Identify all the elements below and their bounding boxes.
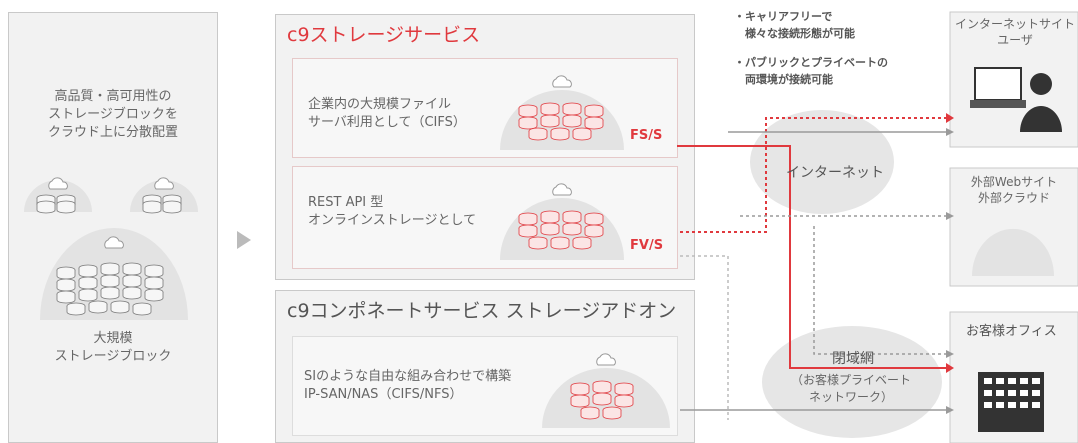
fs-s-tag: FS/S xyxy=(630,128,663,143)
left-panel-description: 高品質・高可用性の ストレージブロックを クラウド上に分散配置 xyxy=(47,89,178,140)
rest-api-box-text: REST API 型 オンラインストレージとして xyxy=(308,195,477,228)
internet-cloud xyxy=(750,110,894,214)
large-storage-label: 大規模 ストレージブロック xyxy=(54,331,172,364)
note-carrier-free: ・キャリアフリーで 様々な接続形態が可能 xyxy=(734,10,855,40)
left-panel xyxy=(8,12,218,443)
flow-arrow-icon xyxy=(237,231,251,249)
component-dome xyxy=(542,353,670,428)
fv-red-dotted-line xyxy=(680,117,946,233)
external-web-label: 外部Webサイト 外部クラウド xyxy=(970,175,1058,205)
gray-dotted-fv xyxy=(680,255,729,420)
storage-service-title: c9ストレージサービス xyxy=(287,24,481,46)
note-public-private: ・パブリックとプライベートの 両環境が接続可能 xyxy=(734,56,888,86)
gray-dotted-closed xyxy=(813,226,946,355)
rest-api-dome xyxy=(500,183,624,260)
small-dome-left xyxy=(24,177,92,214)
closed-network-label: 閉域網 xyxy=(832,351,874,367)
large-dome xyxy=(40,228,188,320)
component-service-title: c9コンポネートサービス ストレージアドオン xyxy=(287,300,677,322)
internet-user-label: インターネットサイト ユーザ xyxy=(954,17,1075,47)
small-dome-right xyxy=(130,177,198,214)
cifs-box-text: 企業内の大規模ファイル サーバ利用として（CIFS） xyxy=(308,97,466,130)
external-dome xyxy=(971,228,1054,276)
fs-red-line xyxy=(677,145,946,369)
office-building-icon xyxy=(978,372,1044,432)
internet-label: インターネット xyxy=(786,165,884,181)
user-icon xyxy=(970,67,1062,132)
office-label: お客様オフィス xyxy=(966,324,1057,339)
cifs-dome xyxy=(500,75,624,150)
fv-s-tag: FV/S xyxy=(630,238,664,253)
sisan-box-text: SIのような自由な組み合わせで構築 IP-SAN/NAS（CIFS/NFS） xyxy=(304,369,512,402)
closed-network-sublabel: （お客様プライベート ネットワーク） xyxy=(790,373,911,404)
